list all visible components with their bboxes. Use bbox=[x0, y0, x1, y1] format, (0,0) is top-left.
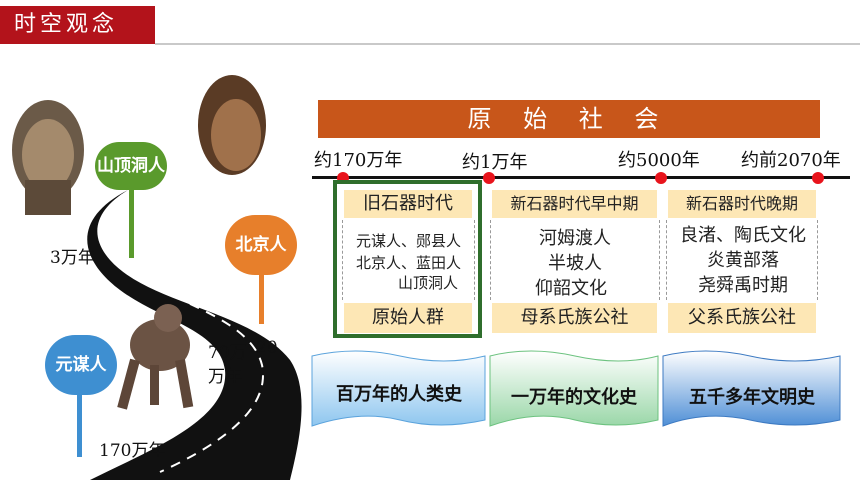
era-3-title: 新石器时代晚期 bbox=[668, 190, 816, 218]
year-label-170wan: 170万年 bbox=[99, 441, 166, 461]
divider bbox=[474, 220, 475, 300]
pin-stem-beijing bbox=[259, 272, 264, 324]
timeline-axis bbox=[312, 176, 850, 179]
era-2-line-2: 半坡人 bbox=[548, 253, 602, 274]
pin-stem-yuanmou bbox=[77, 393, 82, 457]
era-1-line-3: 山顶洞人 bbox=[398, 274, 459, 292]
era-2-title: 新石器时代早中期 bbox=[492, 190, 657, 218]
divider bbox=[490, 220, 491, 300]
era-1-line-2: 北京人、蓝田人 bbox=[356, 254, 462, 272]
timeline-label-2: 约1万年 bbox=[462, 152, 528, 173]
pin-stem-shandingdong bbox=[129, 188, 134, 258]
era-2-line-1: 河姆渡人 bbox=[539, 228, 611, 249]
ribbons-background bbox=[311, 350, 841, 427]
header-divider bbox=[155, 43, 860, 45]
year-label-wannian: 万年 bbox=[208, 367, 242, 387]
ribbon-2: 一万年的文化史 bbox=[511, 387, 637, 408]
era-2-footer: 母系氏族公社 bbox=[492, 303, 657, 333]
timeline-dot bbox=[655, 172, 667, 184]
era-1-line-1: 元谋人、郧县人 bbox=[356, 232, 462, 250]
year-label-3wan: 3万年 bbox=[50, 248, 95, 268]
highlight-box bbox=[333, 180, 482, 338]
section-title: 时空观念 bbox=[0, 6, 155, 44]
timeline-label-3: 约5000年 bbox=[618, 150, 700, 171]
pin-yuanmou: 元谋人 bbox=[45, 335, 117, 395]
divider bbox=[342, 220, 343, 300]
ribbon-3: 五千多年文明史 bbox=[689, 387, 815, 408]
shandingdong-head-image bbox=[12, 100, 84, 215]
era-3-footer: 父系氏族公社 bbox=[668, 303, 816, 333]
ape-figure-image bbox=[117, 304, 194, 410]
year-label-70wan: 70万 bbox=[208, 343, 247, 363]
timeline-label-1: 约170万年 bbox=[314, 150, 403, 171]
ribbon-1: 百万年的人类史 bbox=[336, 384, 462, 405]
timeline-dot bbox=[812, 172, 824, 184]
divider bbox=[817, 220, 818, 300]
era-3-line-2: 炎黄部落 bbox=[707, 250, 779, 271]
divider bbox=[659, 220, 660, 300]
timeline-label-4: 约前2070年 bbox=[741, 150, 841, 171]
timeline-road-illustration bbox=[12, 75, 302, 480]
pin-beijing: 北京人 bbox=[225, 215, 297, 275]
era-3-line-3: 尧舜禹时期 bbox=[698, 275, 788, 296]
beijing-man-head-image bbox=[198, 75, 266, 175]
divider bbox=[666, 220, 667, 300]
primitive-society-banner: 原 始 社 会 bbox=[318, 100, 820, 138]
timeline-dot bbox=[483, 172, 495, 184]
year-label-20: 20 bbox=[256, 338, 278, 358]
era-3-line-1: 良渚、陶氏文化 bbox=[680, 225, 806, 246]
era-1-footer: 原始人群 bbox=[344, 303, 472, 333]
era-2-line-3: 仰韶文化 bbox=[535, 278, 607, 299]
era-1-title: 旧石器时代 bbox=[344, 190, 472, 218]
pin-shandingdong: 山顶洞人 bbox=[95, 142, 167, 190]
